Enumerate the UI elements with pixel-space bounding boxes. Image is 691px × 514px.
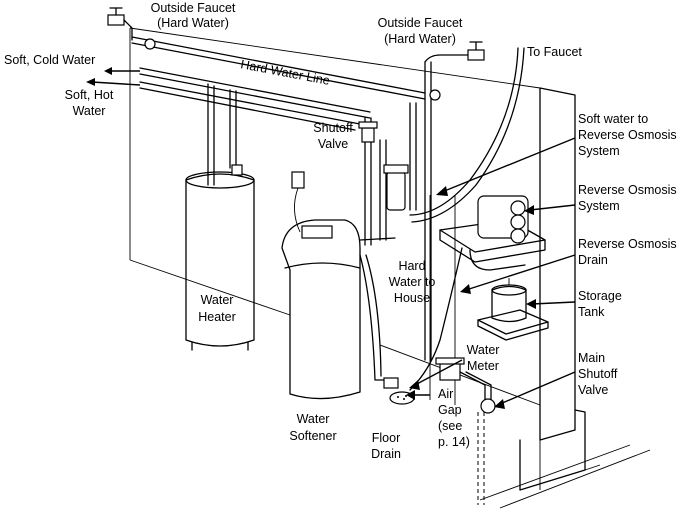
svg-text:(Hard Water): (Hard Water) — [157, 16, 229, 30]
hard-water-line — [131, 36, 471, 361]
svg-text:Drain: Drain — [371, 447, 401, 461]
svg-text:Outside Faucet: Outside Faucet — [151, 1, 236, 15]
label-hard-water-to-house: Hard Water to House — [389, 259, 436, 305]
label-to-faucet: To Faucet — [527, 45, 582, 59]
outflow-arrows — [86, 67, 141, 86]
water-heater-graphic — [185, 164, 255, 351]
label-hard-water-line: Hard Water Line — [239, 57, 331, 88]
svg-text:Reverse Osmosis: Reverse Osmosis — [578, 237, 677, 251]
label-soft-water-to-ro: Soft water to Reverse Osmosis System — [578, 112, 677, 158]
svg-text:Shutoff: Shutoff — [313, 121, 353, 135]
label-soft-hot-water: Soft, Hot Water — [65, 88, 114, 118]
svg-text:p. 14): p. 14) — [438, 435, 470, 449]
svg-text:Air: Air — [438, 387, 453, 401]
outside-faucet-right — [429, 41, 485, 101]
svg-text:(Hard Water): (Hard Water) — [384, 32, 456, 46]
label-soft-cold-water: Soft, Cold Water — [4, 53, 95, 67]
label-shutoff-valve: Shutoff Valve — [313, 121, 353, 151]
label-main-shutoff-valve: Main Shutoff Valve — [578, 351, 618, 397]
svg-text:Main: Main — [578, 351, 605, 365]
svg-text:Meter: Meter — [467, 359, 499, 373]
svg-text:House: House — [394, 291, 430, 305]
svg-text:Tank: Tank — [578, 305, 605, 319]
main-shutoff-graphic — [477, 398, 496, 505]
svg-text:Water: Water — [73, 104, 106, 118]
label-outside-faucet-left: Outside Faucet (Hard Water) — [151, 1, 236, 30]
svg-text:Water: Water — [297, 412, 330, 426]
svg-text:Softener: Softener — [289, 429, 336, 443]
svg-text:(see: (see — [438, 419, 462, 433]
svg-text:Water to: Water to — [389, 275, 436, 289]
label-air-gap: Air Gap (see p. 14) — [438, 387, 470, 449]
svg-text:Drain: Drain — [578, 253, 608, 267]
svg-text:Outside Faucet: Outside Faucet — [378, 16, 463, 30]
prefilter — [383, 164, 409, 211]
outside-faucet-left — [107, 7, 156, 50]
storage-tank-graphic — [477, 278, 549, 341]
svg-text:System: System — [578, 144, 620, 158]
svg-text:Hard: Hard — [398, 259, 425, 273]
callout-arrows — [406, 137, 576, 409]
room-walls — [129, 27, 651, 509]
svg-text:Valve: Valve — [318, 137, 348, 151]
svg-text:System: System — [578, 199, 620, 213]
label-water-softener: Water Softener — [289, 412, 336, 443]
label-ro-drain: Reverse Osmosis Drain — [578, 237, 677, 267]
soft-water-lines — [139, 67, 387, 246]
svg-text:Storage: Storage — [578, 289, 622, 303]
floor-drain-graphic — [383, 377, 415, 405]
outlet — [291, 171, 305, 233]
label-storage-tank: Storage Tank — [578, 289, 622, 319]
svg-text:Heater: Heater — [198, 310, 236, 324]
svg-text:Shutoff: Shutoff — [578, 367, 618, 381]
label-floor-drain: Floor Drain — [371, 431, 401, 461]
label-ro-system: Reverse Osmosis System — [578, 183, 677, 213]
svg-text:Water: Water — [201, 293, 234, 307]
svg-text:Valve: Valve — [578, 383, 608, 397]
ro-drain-line — [409, 247, 463, 391]
label-water-heater: Water Heater — [198, 293, 236, 324]
svg-text:Soft, Hot: Soft, Hot — [65, 88, 114, 102]
svg-text:Water: Water — [467, 343, 500, 357]
svg-text:Soft water to: Soft water to — [578, 112, 648, 126]
water-softener-graphic — [281, 219, 396, 400]
ro-system-graphic — [439, 195, 546, 271]
shutoff-valve — [358, 121, 378, 143]
svg-text:Gap: Gap — [438, 403, 462, 417]
label-outside-faucet-right: Outside Faucet (Hard Water) — [378, 16, 463, 46]
svg-text:Reverse Osmosis: Reverse Osmosis — [578, 128, 677, 142]
label-water-meter: Water Meter — [467, 343, 500, 373]
svg-text:Reverse Osmosis: Reverse Osmosis — [578, 183, 677, 197]
svg-text:Floor: Floor — [372, 431, 400, 445]
